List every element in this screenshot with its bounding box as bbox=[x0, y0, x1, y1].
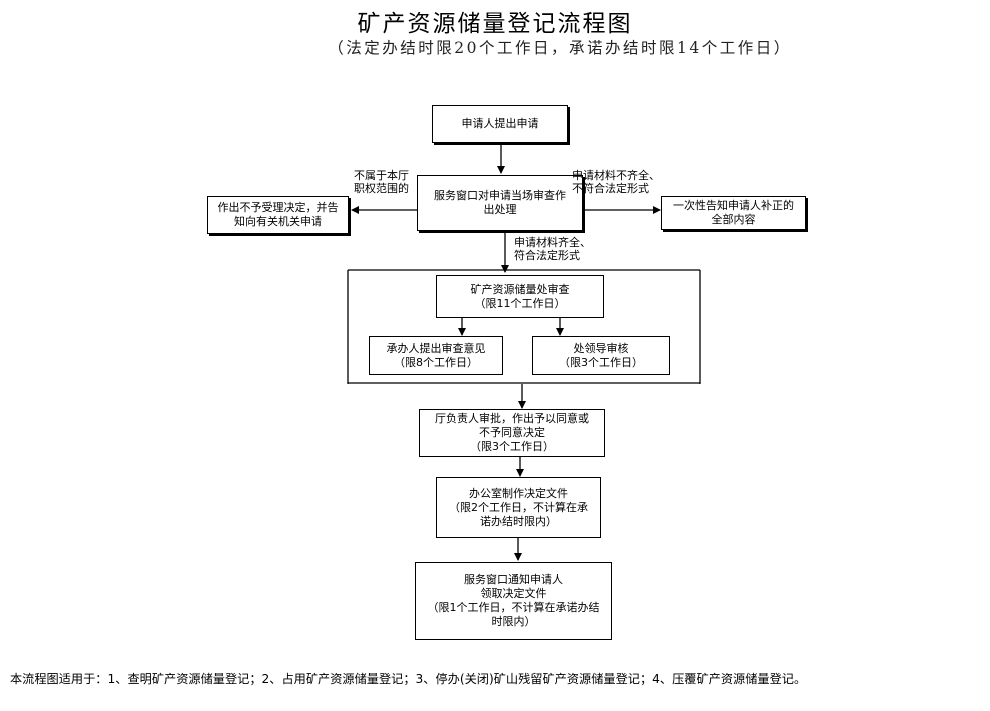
node-window-notify-line-3: （限1个工作日，不计算在承诺办结 bbox=[427, 601, 600, 614]
node-office-document-line-2: （限2个工作日，不计算在承 bbox=[449, 500, 588, 514]
node-window-notify-line-1: 服务窗口通知申请人 bbox=[464, 573, 563, 586]
node-notify-correction: 一次性告知申请人补正的 全部内容 bbox=[661, 196, 806, 230]
edge-label-not-in-scope-line-2: 职权范围的 bbox=[354, 182, 409, 195]
node-window-notify-line-2: 领取决定文件 bbox=[480, 587, 547, 600]
node-apply: 申请人提出申请 bbox=[432, 105, 568, 143]
edge-label-incomplete-line-1: 申请材料不齐全、 bbox=[572, 169, 660, 182]
edge-label-complete-line-1: 申请材料齐全、 bbox=[514, 236, 591, 249]
node-division-leader-line-2: （限3个工作日） bbox=[559, 355, 643, 369]
node-reject-line-2: 知向有关机关申请 bbox=[234, 215, 322, 228]
edge-label-incomplete-line-2: 不符合法定形式 bbox=[572, 182, 649, 195]
footer-note: 本流程图适用于：1、查明矿产资源储量登记；2、占用矿产资源储量登记；3、停办(关… bbox=[10, 672, 807, 686]
node-office-document: 办公室制作决定文件 （限2个工作日，不计算在承 诺办结时限内） bbox=[436, 477, 601, 538]
edge-label-incomplete: 申请材料不齐全、 不符合法定形式 bbox=[572, 169, 660, 195]
page-subtitle: （法定办结时限20个工作日，承诺办结时限14个工作日） bbox=[328, 39, 792, 57]
page-title: 矿产资源储量登记流程图 bbox=[357, 11, 633, 37]
node-window-review-line-1: 服务窗口对申请当场审查作 bbox=[434, 189, 566, 202]
node-window-notify-line-4: 时限内） bbox=[491, 615, 536, 628]
node-notify-correction-line-2: 全部内容 bbox=[711, 213, 756, 226]
edge-label-not-in-scope-line-1: 不属于本厅 bbox=[354, 169, 409, 182]
node-reject: 作出不予受理决定，并告 知向有关机关申请 bbox=[207, 196, 349, 234]
node-division-leader-line-1: 处领导审核 bbox=[573, 341, 629, 355]
node-window-review: 服务窗口对申请当场审查作 出处理 bbox=[417, 175, 583, 231]
node-director-approval-line-3: （限3个工作日） bbox=[470, 440, 554, 453]
node-director-approval-line-1: 厅负责人审批，作出予以同意或 bbox=[435, 412, 589, 425]
node-director-approval: 厅负责人审批，作出予以同意或 不予同意决定 （限3个工作日） bbox=[419, 409, 605, 457]
node-handler-opinion: 承办人提出审查意见 （限8个工作日） bbox=[369, 336, 503, 375]
node-window-review-line-2: 出处理 bbox=[483, 203, 517, 216]
node-window-notify: 服务窗口通知申请人 领取决定文件 （限1个工作日，不计算在承诺办结 时限内） bbox=[415, 562, 612, 640]
node-division-leader: 处领导审核 （限3个工作日） bbox=[532, 336, 670, 375]
node-division-review-line-2: （限11个工作日） bbox=[474, 296, 566, 310]
node-division-review-line-1: 矿产资源储量处审查 bbox=[470, 282, 570, 296]
edge-label-complete-line-2: 符合法定形式 bbox=[514, 249, 580, 262]
node-director-approval-line-2: 不予同意决定 bbox=[479, 426, 545, 439]
node-office-document-line-3: 诺办结时限内） bbox=[480, 514, 557, 528]
node-handler-opinion-line-1: 承办人提出审查意见 bbox=[386, 341, 486, 355]
node-reject-line-1: 作出不予受理决定，并告 bbox=[217, 201, 339, 214]
edge-label-complete: 申请材料齐全、 符合法定形式 bbox=[514, 236, 591, 262]
edge-label-not-in-scope: 不属于本厅 职权范围的 bbox=[354, 169, 409, 195]
node-handler-opinion-line-2: （限8个工作日） bbox=[394, 355, 478, 369]
node-apply-text: 申请人提出申请 bbox=[461, 117, 539, 130]
node-division-review: 矿产资源储量处审查 （限11个工作日） bbox=[436, 275, 604, 318]
node-notify-correction-line-1: 一次性告知申请人补正的 bbox=[673, 199, 794, 212]
node-office-document-line-1: 办公室制作决定文件 bbox=[469, 486, 568, 500]
